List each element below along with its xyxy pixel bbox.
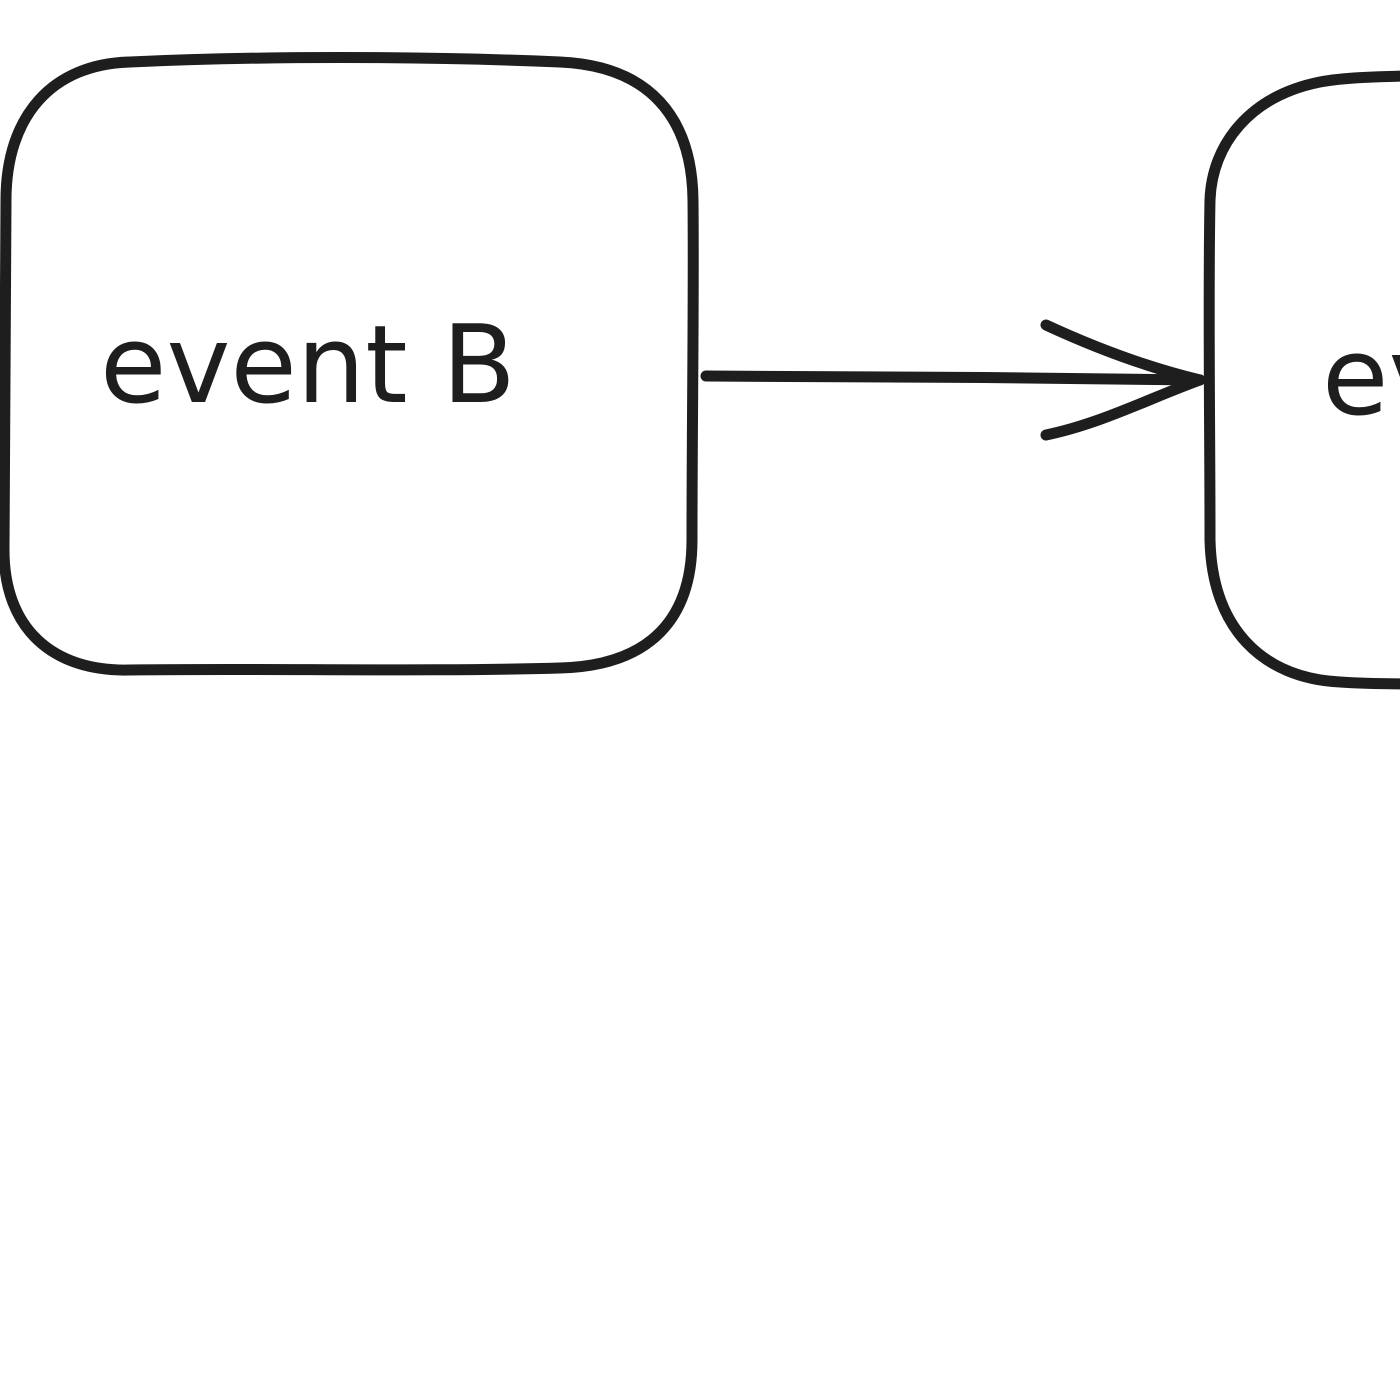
arrowhead-icon (1040, 319, 1206, 441)
node-event-b-box (0, 52, 699, 676)
node-event-next-box (1203, 70, 1400, 690)
node-event-b[interactable]: event B (0, 52, 699, 676)
node-event-next-label: event (1322, 315, 1400, 440)
node-event-next[interactable]: event (1203, 70, 1400, 690)
node-event-b-label: event B (100, 303, 516, 428)
edge-event-b-to-event-next[interactable] (700, 319, 1206, 441)
arrow-shaft (700, 370, 1206, 386)
